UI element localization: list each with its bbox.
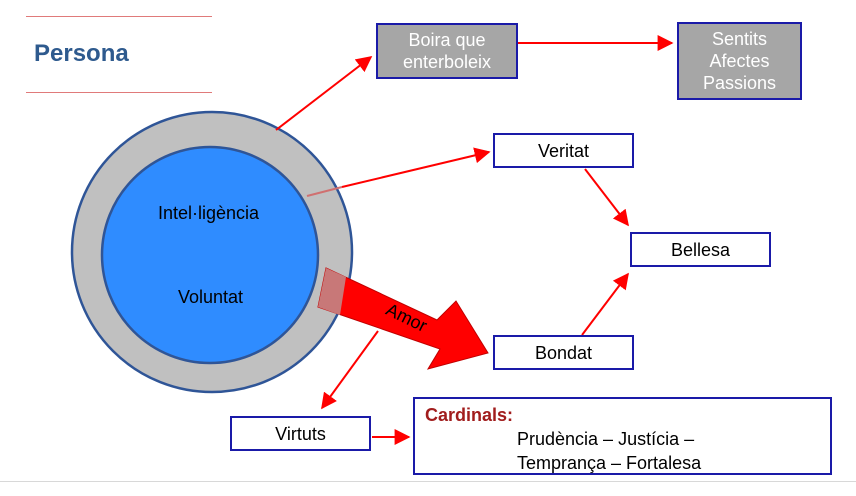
cardinals-heading: Cardinals: bbox=[425, 405, 514, 425]
sentits-box: Sentits Afectes Passions bbox=[677, 22, 802, 100]
cardinals-box: Cardinals: Prudència – Justícia – Tempra… bbox=[413, 397, 832, 475]
slide-bottom-rule bbox=[0, 481, 856, 482]
bellesa-label: Bellesa bbox=[670, 239, 731, 260]
bellesa-box: Bellesa bbox=[630, 232, 771, 267]
page-title: Persona bbox=[34, 40, 129, 67]
boira-line-2: enterboleix bbox=[402, 52, 492, 72]
sentits-line-3: Passions bbox=[702, 73, 777, 93]
bondat-label: Bondat bbox=[534, 342, 593, 363]
boira-box: Boira que enterboleix bbox=[376, 23, 518, 79]
veritat-box: Veritat bbox=[493, 133, 634, 168]
arrow-ring-to-veritat bbox=[341, 147, 491, 188]
bondat-box: Bondat bbox=[493, 335, 634, 370]
arrow-ring-to-boira bbox=[275, 56, 373, 131]
sentits-line-1: Sentits bbox=[711, 29, 768, 49]
arrow-ring-to-virtuts bbox=[321, 330, 379, 410]
amor-arrow-overlap bbox=[318, 268, 346, 315]
title-top-rule bbox=[26, 16, 212, 17]
cardinals-line-1: Prudència – Justícia – bbox=[517, 429, 695, 449]
arrow-veritat-to-bellesa bbox=[584, 168, 629, 227]
voluntat-label: Voluntat bbox=[178, 287, 244, 307]
boira-line-1: Boira que bbox=[408, 30, 486, 50]
sentits-line-2: Afectes bbox=[709, 51, 770, 71]
inner-circle bbox=[100, 145, 320, 365]
title-bottom-rule bbox=[26, 92, 212, 93]
cardinals-line-2: Temprança – Fortalesa bbox=[517, 453, 702, 473]
arrow-bondat-to-bellesa bbox=[581, 272, 629, 336]
virtuts-box: Virtuts bbox=[230, 416, 371, 451]
veritat-label: Veritat bbox=[537, 140, 590, 161]
virtuts-label: Virtuts bbox=[275, 423, 326, 444]
arrow-to-veritat-shadow bbox=[306, 186, 343, 197]
intelligencia-label: Intel·ligència bbox=[158, 203, 260, 223]
